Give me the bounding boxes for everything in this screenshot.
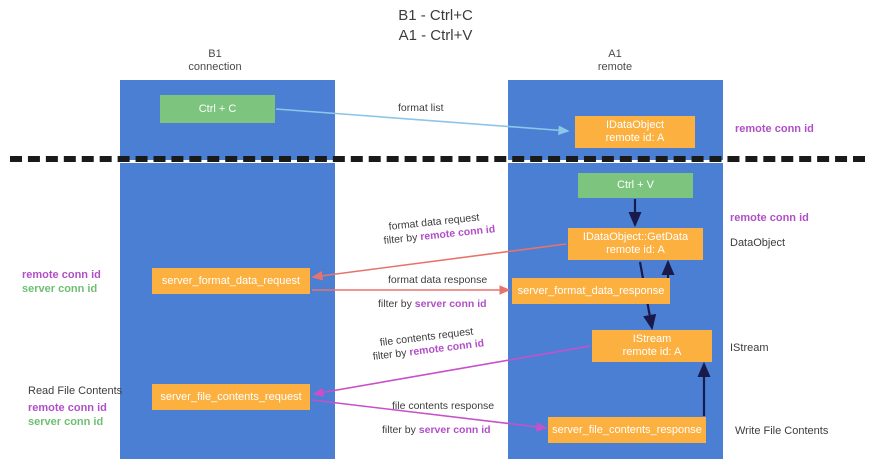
node-server-format-data-request[interactable]: server_format_data_request: [152, 268, 310, 294]
node-server-format-data-response[interactable]: server_format_data_response: [512, 278, 670, 304]
filter-prefix: filter by: [378, 298, 415, 310]
edge-label-format-data-response: format data response: [388, 274, 488, 286]
edge-label-format-list: format list: [398, 102, 444, 114]
node-idataobject[interactable]: IDataObject remote id: A: [575, 116, 695, 148]
caption-istream: IStream: [730, 342, 769, 354]
caption-read-file-contents: Read File Contents: [28, 385, 123, 397]
caption-remote-conn-id-mid: remote conn id: [730, 212, 809, 224]
node-idataobject-getdata[interactable]: IDataObject::GetData remote id: A: [568, 228, 703, 260]
caption-left-conn-ids-upper: remote conn id server conn id: [22, 268, 101, 296]
caption-remote-conn-id-top: remote conn id: [735, 123, 814, 135]
filter-prefix: filter by: [383, 231, 421, 247]
node-server-file-contents-response[interactable]: server_file_contents_response: [548, 417, 706, 443]
node-ctrl-v[interactable]: Ctrl + V: [578, 173, 693, 198]
section-divider: [10, 156, 865, 162]
filter-prefix: filter by: [382, 424, 419, 436]
edge-label-file-contents-response: file contents response: [392, 400, 495, 412]
column-header-b1: B1 connection: [188, 48, 242, 73]
page-title: B1 - Ctrl+C A1 - Ctrl+V: [398, 7, 473, 44]
node-server-file-contents-request[interactable]: server_file_contents_request: [152, 384, 310, 410]
caption-left-server-conn-id-2: server conn id: [28, 416, 104, 428]
caption-left-remote-conn-id: remote conn id: [22, 269, 101, 281]
caption-left-conn-ids-lower: remote conn id server conn id: [28, 401, 107, 429]
filter-value-server-conn-id: server conn id: [418, 424, 491, 436]
edge-label-file-contents-response-filter: filter by server conn id: [382, 423, 491, 437]
caption-write-file-contents: Write File Contents: [735, 425, 829, 437]
node-istream[interactable]: IStream remote id: A: [592, 330, 712, 362]
lane-a1-lower: [508, 163, 723, 459]
caption-left-remote-conn-id-2: remote conn id: [28, 402, 107, 414]
node-ctrl-c[interactable]: Ctrl + C: [160, 95, 275, 123]
column-header-a1: A1 remote: [597, 48, 633, 73]
filter-value-server-conn-id: server conn id: [414, 298, 487, 310]
edge-label-format-data-response-filter: filter by server conn id: [378, 297, 487, 311]
caption-left-server-conn-id: server conn id: [22, 283, 98, 295]
caption-dataobject: DataObject: [730, 237, 786, 249]
